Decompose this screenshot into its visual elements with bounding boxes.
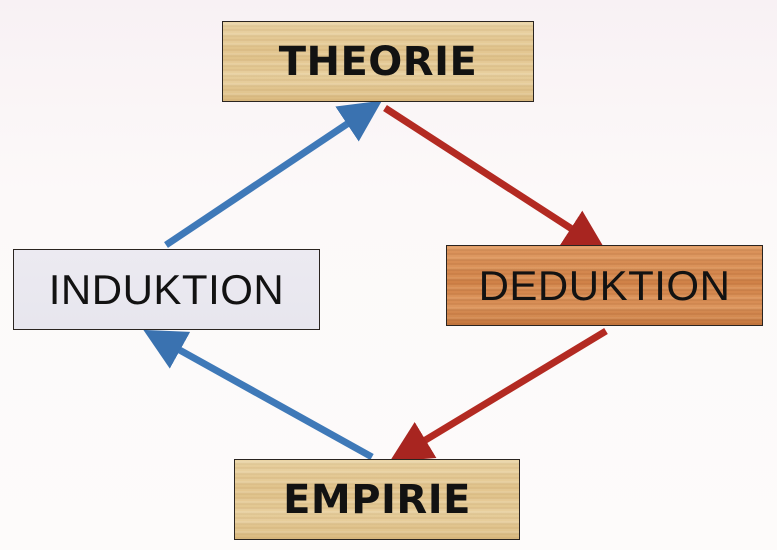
theorie-box: THEORIE	[222, 21, 534, 102]
arrow-deduktion-to-empirie	[389, 328, 608, 462]
arrow-empirie-to-induktion	[143, 329, 374, 461]
deduktion-box: DEDUKTION	[446, 245, 763, 326]
arrow-induktion-to-theorie	[164, 100, 382, 248]
deduktion-label: DEDUKTION	[478, 261, 731, 309]
induktion-box: INDUKTION	[13, 249, 320, 330]
arrow-theorie-to-deduktion	[383, 105, 607, 252]
empirie-label: EMPIRIE	[283, 476, 471, 523]
theorie-label: THEORIE	[278, 38, 478, 85]
empirie-box: EMPIRIE	[234, 459, 520, 540]
induktion-label: INDUKTION	[48, 265, 285, 313]
